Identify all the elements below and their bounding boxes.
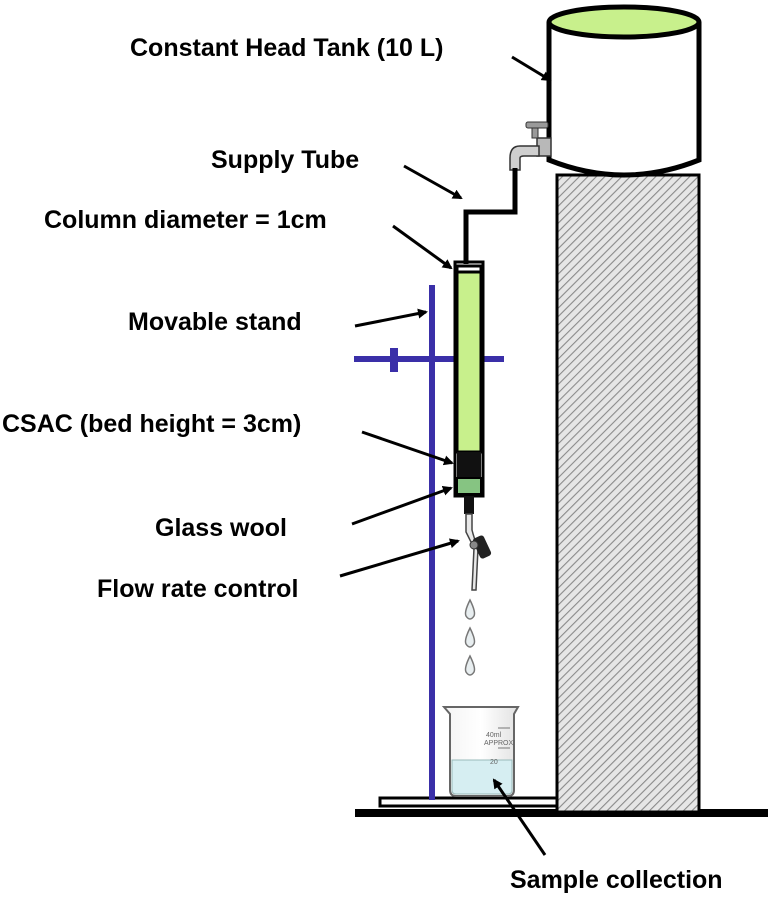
- constant-head-tank: [546, 4, 702, 178]
- tank-water-surface: [546, 4, 702, 40]
- tap-icon: [509, 121, 552, 171]
- label-flow-rate-control: Flow rate control: [97, 575, 298, 603]
- label-constant-head-tank: Constant Head Tank (10 L): [130, 34, 443, 62]
- sample-water: [451, 759, 513, 795]
- label-glass-wool: Glass wool: [155, 514, 287, 542]
- drop-2: [464, 626, 476, 648]
- arrow-sample: [492, 778, 547, 856]
- arrow-stand: [354, 308, 428, 328]
- label-movable-stand: Movable stand: [128, 308, 302, 336]
- arrow-glass-wool: [351, 486, 453, 526]
- arrow-flow-rate: [339, 538, 460, 578]
- column-solution: [455, 270, 483, 454]
- beaker-volume-mark: 40ml: [486, 732, 502, 739]
- beaker-approx-mark: APPROX.: [484, 740, 515, 747]
- glass-wool-layer: [456, 477, 482, 495]
- valve-icon: [465, 513, 492, 591]
- label-supply-tube: Supply Tube: [211, 146, 359, 174]
- label-column-diameter: Column diameter = 1cm: [44, 206, 327, 234]
- adsorption-column: [453, 260, 485, 498]
- drop-1: [464, 598, 476, 620]
- column-outlet: [464, 496, 474, 514]
- stand-clamp-knob: [390, 348, 398, 372]
- tank-pedestal: [555, 173, 701, 814]
- beaker-20-mark: 20: [490, 759, 498, 766]
- drop-3: [464, 654, 476, 676]
- beaker-icon: 40ml APPROX. 20: [441, 706, 520, 797]
- label-csac: CSAC (bed height = 3cm): [2, 410, 301, 438]
- stand-pole: [429, 285, 435, 800]
- stand-base-plate: [378, 796, 562, 808]
- leader-arrows: [339, 55, 552, 856]
- stand-clamp-bar: [354, 356, 504, 362]
- water-drops: [464, 598, 476, 676]
- supply-tube: [463, 168, 518, 264]
- arrow-csac: [361, 430, 454, 466]
- arrow-tank: [511, 55, 552, 82]
- label-sample-collection: Sample collection: [510, 866, 723, 894]
- csac-bed: [457, 452, 481, 478]
- arrow-supply-tube: [403, 164, 463, 200]
- arrow-column-diameter: [392, 224, 453, 270]
